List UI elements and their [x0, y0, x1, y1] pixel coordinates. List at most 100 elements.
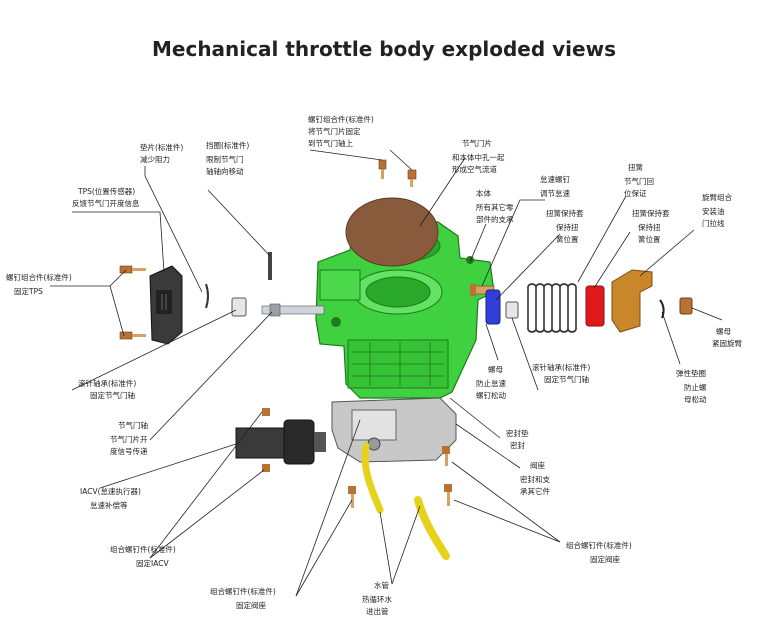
gasket	[205, 283, 209, 309]
svg-text:螺钉组合件(标准件): 螺钉组合件(标准件)	[308, 114, 374, 124]
svg-text:保持扭: 保持扭	[556, 222, 579, 232]
label-cover-screws-right: 组合螺钉件(标准件) 固定阀座	[566, 540, 632, 564]
label-lock-washer: 弹性垫圈 防止螺 母松动	[676, 368, 707, 404]
svg-text:弹性垫圈: 弹性垫圈	[676, 368, 706, 378]
throttle-shaft	[261, 303, 325, 317]
svg-text:轴轴向移动: 轴轴向移动	[206, 166, 244, 176]
svg-text:密封垫: 密封垫	[506, 428, 529, 438]
iacv-screws	[262, 408, 270, 472]
svg-text:本体: 本体	[476, 188, 491, 198]
label-throttle-shaft: 节气门轴 节气门片开 度信号传递	[110, 420, 148, 456]
svg-text:螺钉松动: 螺钉松动	[476, 390, 506, 400]
label-iacv: IACV(怠速执行器) 怠速补偿等	[80, 486, 141, 510]
svg-text:IACV(怠速执行器): IACV(怠速执行器)	[80, 486, 141, 496]
label-bearing-left: 滚针轴承(标准件) 固定节气门轴	[78, 378, 136, 400]
needle-bearing-right	[505, 301, 519, 319]
retainer-clip	[268, 252, 272, 280]
svg-text:垫片(标准件): 垫片(标准件)	[140, 142, 183, 152]
svg-text:保持扭: 保持扭	[638, 222, 661, 232]
svg-text:调节怠速: 调节怠速	[540, 188, 570, 198]
label-idle-screw: 怠速螺钉 调节怠速	[540, 174, 570, 198]
label-throttle-cam: 旋臂组合 安装油 门拉线	[702, 192, 732, 228]
label-return-spring: 扭簧 节气门回 位保证	[624, 162, 654, 198]
water-hose-left	[361, 442, 384, 514]
svg-text:减少阻力: 减少阻力	[140, 154, 170, 164]
svg-text:簧位置: 簧位置	[556, 234, 579, 244]
svg-text:固定节气门轴: 固定节气门轴	[90, 390, 135, 400]
spring-retainer-red	[585, 285, 605, 327]
svg-text:固定阀座: 固定阀座	[236, 600, 266, 610]
return-spring	[527, 283, 577, 333]
svg-text:固定节气门轴: 固定节气门轴	[544, 374, 589, 384]
svg-text:节气门片开: 节气门片开	[110, 434, 148, 444]
diagram-title: Mechanical throttle body exploded views	[152, 37, 616, 61]
valve-cover	[331, 397, 457, 463]
label-iacv-screws: 组合螺钉件(标准件) 固定IACV	[110, 544, 176, 568]
svg-text:节气门回: 节气门回	[624, 176, 654, 186]
label-spring-retainer-right: 扭簧保持套 保持扭 簧位置	[632, 208, 670, 244]
label-plate-screws: 螺钉组合件(标准件) 将节气门片固定 到节气门轴上	[308, 114, 374, 148]
svg-text:度信号传递: 度信号传递	[110, 446, 148, 456]
label-retainer: 挡圈(标准件) 限制节气门 轴轴向移动	[206, 140, 249, 176]
svg-text:节气门片: 节气门片	[462, 138, 492, 148]
svg-text:热循环水: 热循环水	[362, 594, 392, 604]
svg-text:固定阀座: 固定阀座	[590, 554, 620, 564]
label-spring-retainer-left: 扭簧保持套 保持扭 簧位置	[546, 208, 584, 244]
svg-text:阀座: 阀座	[530, 460, 545, 470]
svg-text:密封: 密封	[510, 440, 525, 450]
cam-nut	[679, 297, 693, 315]
throttle-plate	[345, 197, 439, 267]
label-nut: 螺母 紧固旋臂	[712, 326, 742, 348]
svg-text:限制节气门: 限制节气门	[206, 154, 244, 164]
svg-text:反馈节气门开度信息: 反馈节气门开度信息	[72, 198, 140, 208]
svg-text:固定IACV: 固定IACV	[136, 558, 169, 568]
throttle-body	[315, 219, 495, 399]
svg-text:母松动: 母松动	[684, 394, 707, 404]
label-tps-screws: 螺钉组合件(标准件) 固定TPS	[6, 272, 72, 296]
svg-text:怠速螺钉: 怠速螺钉	[540, 174, 570, 184]
svg-text:TPS(位置传感器): TPS(位置传感器)	[77, 186, 135, 196]
svg-text:部件的支承: 部件的支承	[476, 214, 514, 224]
svg-text:将节气门片固定: 将节气门片固定	[308, 126, 361, 136]
label-throttle-plate: 节气门片 和本体中孔一起 形成空气流道	[452, 138, 505, 174]
svg-text:组合螺钉件(标准件): 组合螺钉件(标准件)	[110, 544, 176, 554]
label-water-hose: 水管 热循环水 进出管	[362, 580, 392, 616]
lock-washer	[659, 299, 665, 319]
svg-text:螺母: 螺母	[488, 364, 503, 374]
svg-text:安装油: 安装油	[702, 206, 725, 216]
svg-text:位保证: 位保证	[624, 188, 647, 198]
svg-text:防止螺: 防止螺	[684, 382, 707, 392]
svg-text:扭簧保持套: 扭簧保持套	[632, 208, 670, 218]
spring-retainer-blue	[485, 289, 501, 325]
svg-text:怠速补偿等: 怠速补偿等	[90, 500, 128, 510]
svg-text:组合螺钉件(标准件): 组合螺钉件(标准件)	[210, 586, 276, 596]
svg-text:门拉线: 门拉线	[702, 218, 725, 228]
svg-text:滚针轴承(标准件): 滚针轴承(标准件)	[532, 362, 590, 372]
label-tps: TPS(位置传感器) 反馈节气门开度信息	[72, 186, 140, 208]
svg-text:扭簧: 扭簧	[628, 162, 643, 172]
svg-text:簧位置: 簧位置	[638, 234, 661, 244]
leader-lines	[50, 149, 723, 597]
throttle-cam	[611, 269, 653, 333]
label-valve-cover: 阀座 密封和支 承其它件	[520, 460, 550, 496]
svg-text:承其它件: 承其它件	[520, 486, 550, 496]
label-idle-nut: 螺母 防止怠速 螺钉松动	[476, 364, 506, 400]
tps-sensor	[149, 265, 183, 345]
svg-text:密封和支: 密封和支	[520, 474, 550, 484]
svg-text:螺钉组合件(标准件): 螺钉组合件(标准件)	[6, 272, 72, 282]
svg-text:螺母: 螺母	[716, 326, 731, 336]
label-cover-screws-left: 组合螺钉件(标准件) 固定阀座	[210, 586, 276, 610]
svg-text:节气门轴: 节气门轴	[118, 420, 148, 430]
svg-text:滚针轴承(标准件): 滚针轴承(标准件)	[78, 378, 136, 388]
label-gasket: 垫片(标准件) 减少阻力	[140, 142, 183, 164]
svg-text:和本体中孔一起: 和本体中孔一起	[452, 152, 505, 162]
svg-text:到节气门轴上: 到节气门轴上	[308, 138, 353, 148]
svg-text:紧固旋臂: 紧固旋臂	[712, 338, 742, 348]
plate-screws	[378, 159, 417, 187]
label-bearing-right: 滚针轴承(标准件) 固定节气门轴	[532, 362, 590, 384]
svg-text:进出管: 进出管	[366, 606, 389, 616]
svg-text:防止怠速: 防止怠速	[476, 378, 506, 388]
svg-text:形成空气流道: 形成空气流道	[452, 164, 497, 174]
svg-text:组合螺钉件(标准件): 组合螺钉件(标准件)	[566, 540, 632, 550]
label-seal: 密封垫 密封	[506, 428, 529, 450]
